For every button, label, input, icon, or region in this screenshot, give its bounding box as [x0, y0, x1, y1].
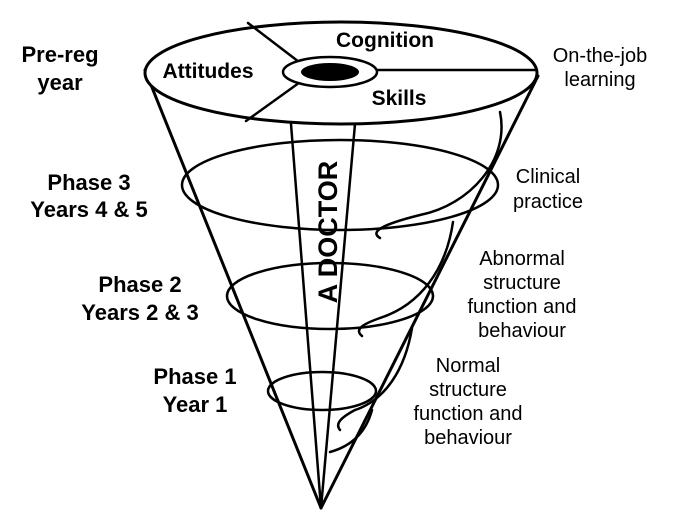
label-prereg-line2: year: [37, 70, 83, 95]
label-clinical-line2: practice: [513, 191, 583, 213]
phase1-ring: [266, 370, 378, 412]
cone-left-side: [143, 68, 323, 510]
label-normal-line1: Normal: [436, 355, 500, 377]
label-attitudes: Attitudes: [163, 60, 254, 83]
phase2-ring: [225, 261, 435, 331]
label-abnormal-line3: function and: [468, 296, 577, 318]
center-hole: [301, 63, 359, 81]
label-abnormal-line4: behaviour: [478, 320, 566, 342]
phase3-ring: [180, 138, 500, 232]
spiral-curve: [328, 110, 503, 454]
label-clinical-line1: Clinical: [516, 166, 580, 188]
label-phase2-line2: Years 2 & 3: [81, 300, 198, 325]
label-a-doctor: A DOCTOR: [313, 161, 343, 304]
top-divider-upper-left: [246, 21, 305, 67]
label-phase2-line1: Phase 2: [98, 272, 181, 297]
strip-left-edge: [289, 122, 323, 510]
label-normal-line3: function and: [414, 403, 523, 425]
label-phase3-line1: Phase 3: [47, 170, 130, 195]
label-phase1-line1: Phase 1: [153, 364, 236, 389]
label-phase1-line2: Year 1: [163, 392, 228, 417]
label-cognition: Cognition: [336, 29, 434, 52]
label-normal-line2: structure: [429, 379, 507, 401]
label-phase3-line2: Years 4 & 5: [30, 197, 147, 222]
label-prereg-line1: Pre-reg: [21, 42, 98, 67]
label-job-line1: On-the-job: [553, 45, 648, 67]
label-normal-line4: behaviour: [424, 427, 512, 449]
label-abnormal-line2: structure: [483, 272, 561, 294]
label-job-line2: learning: [564, 69, 635, 91]
top-divider-lower-left: [244, 78, 305, 123]
strip-right-edge: [319, 122, 357, 510]
label-skills: Skills: [372, 87, 427, 110]
label-abnormal-line1: Abnormal: [479, 248, 565, 270]
